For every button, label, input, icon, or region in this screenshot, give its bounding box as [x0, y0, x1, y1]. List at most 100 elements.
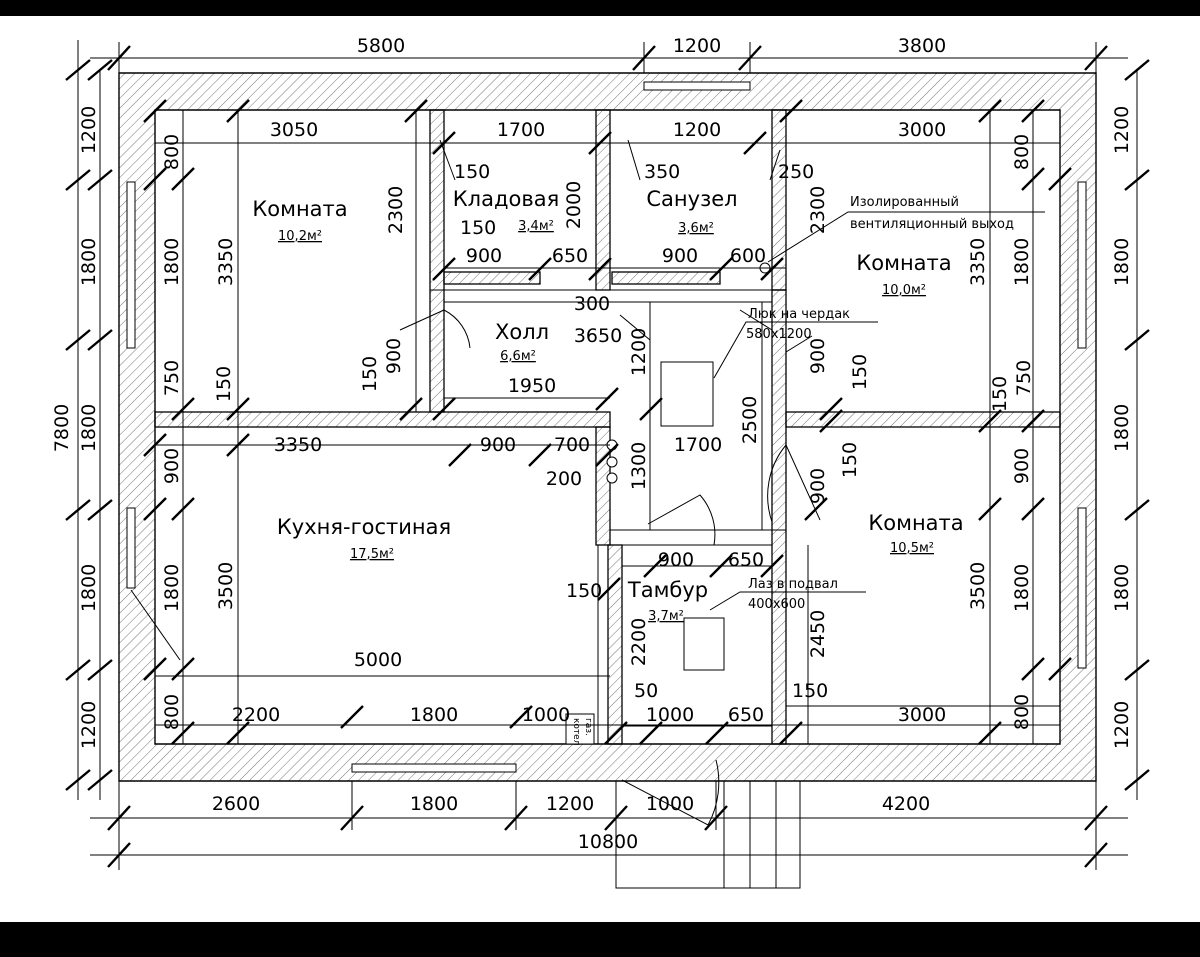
room-nw-area: 10,2м² [278, 229, 322, 244]
dim-150i: 150 [792, 680, 828, 702]
bathroom-area: 3,6м² [678, 221, 714, 236]
dim-1200c: 1200 [628, 328, 650, 376]
dim-top-5800: 5800 [357, 35, 405, 57]
dim-900g: 900 [807, 468, 829, 504]
dim-right-1800b: 1800 [1111, 404, 1133, 452]
dim-left-1800a: 1800 [78, 238, 100, 286]
dim-left-total: 7800 [51, 404, 73, 452]
wall-storage-west [429, 109, 445, 413]
dim-left-1200b: 1200 [78, 701, 100, 749]
dim-1800h: 1800 [410, 704, 458, 726]
dim-800c: 800 [161, 694, 183, 730]
dim-1300: 1300 [628, 442, 650, 490]
dim-150h: 150 [566, 580, 602, 602]
dim-2200a: 2200 [628, 618, 650, 666]
attic-hatch-note-line2: 580x1200 [746, 327, 812, 342]
dimension-lines [77, 40, 1138, 870]
dimension-ticks [65, 45, 1150, 868]
dim-3350b: 3350 [967, 238, 989, 286]
gas-boiler [565, 713, 595, 745]
walls [118, 72, 1097, 782]
dim-800a: 800 [161, 134, 183, 170]
storage-area: 3,4м² [518, 219, 554, 234]
porch-steps [615, 781, 801, 889]
dim-2500: 2500 [739, 396, 761, 444]
dim-2000: 2000 [563, 181, 585, 229]
dim-right-1800a: 1800 [1111, 238, 1133, 286]
dim-150d: 150 [849, 354, 871, 390]
hall-name: Холл [495, 320, 549, 344]
bathroom-name: Санузел [646, 187, 737, 211]
dim-1200a: 1200 [673, 119, 721, 141]
room-ne-name: Комната [856, 251, 951, 275]
storage-name: Кладовая [453, 187, 559, 211]
dimension-labels: 5800 1200 3800 2600 1800 1200 1000 4200 … [51, 35, 1133, 853]
window-top [643, 81, 751, 91]
dim-900b: 900 [662, 245, 698, 267]
dim-3000b: 3000 [898, 704, 946, 726]
dim-300: 300 [574, 293, 610, 315]
stove-burner-2 [606, 456, 618, 468]
dim-1800d: 1800 [161, 238, 183, 286]
wall-bath-bottom [611, 271, 721, 285]
fixtures [565, 262, 801, 889]
dim-bottom-1200: 1200 [546, 793, 594, 815]
dim-2450: 2450 [807, 610, 829, 658]
dim-bottom-1800: 1800 [410, 793, 458, 815]
window-south [351, 763, 517, 773]
dim-150f: 150 [989, 376, 1011, 412]
attic-hatch [660, 361, 714, 427]
dim-1950: 1950 [508, 375, 556, 397]
dim-1000b: 1000 [646, 704, 694, 726]
wall-corridor-horizontal [154, 411, 611, 428]
dim-150a: 150 [454, 161, 490, 183]
room-se-name: Комната [868, 511, 963, 535]
dim-900d: 900 [807, 338, 829, 374]
room-ne-area: 10,0м² [882, 283, 926, 298]
dim-700: 700 [554, 434, 590, 456]
stove-burner-3 [606, 472, 618, 484]
cellar-hatch [683, 617, 725, 671]
dim-bottom-1000: 1000 [646, 793, 694, 815]
hall-area: 6,6м² [500, 349, 536, 364]
windows [126, 81, 1087, 773]
annotations: Изолированный вентиляционный выход Люк н… [571, 195, 1014, 745]
dim-600: 600 [730, 245, 766, 267]
window-west-lower [126, 507, 136, 589]
dim-150g: 150 [839, 442, 861, 478]
dim-3350a: 3350 [215, 238, 237, 286]
kitchen-area: 17,5м² [350, 547, 394, 562]
dim-bottom-total: 10800 [578, 831, 638, 853]
dim-3000a: 3000 [898, 119, 946, 141]
cellar-hatch-note-line1: Лаз в подвал [748, 577, 838, 592]
dim-1800g: 1800 [1011, 564, 1033, 612]
vestibule-name: Тамбур [627, 578, 708, 602]
dim-800b: 800 [1011, 134, 1033, 170]
room-se-area: 10,5м² [890, 541, 934, 556]
dim-750a: 750 [161, 360, 183, 396]
dim-1800e: 1800 [1011, 238, 1033, 286]
window-west-upper [126, 181, 136, 349]
dim-150c: 150 [359, 356, 381, 392]
dim-650a: 650 [552, 245, 588, 267]
dim-900c: 900 [383, 338, 405, 374]
dim-3050: 3050 [270, 119, 318, 141]
dim-3500a: 3500 [215, 562, 237, 610]
dim-1000a: 1000 [522, 704, 570, 726]
attic-hatch-note-line1: Люк на чердак [748, 307, 850, 322]
dim-900h: 900 [658, 549, 694, 571]
vent-note-line1: Изолированный [850, 195, 959, 210]
dim-left-1800c: 1800 [78, 564, 100, 612]
dim-top-3800: 3800 [898, 35, 946, 57]
dim-bottom-4200: 4200 [882, 793, 930, 815]
dim-3500b: 3500 [967, 562, 989, 610]
vestibule-area: 3,7м² [648, 609, 684, 624]
dim-900a: 900 [466, 245, 502, 267]
gas-boiler-label-1: газ. [583, 718, 593, 736]
dim-250: 250 [778, 161, 814, 183]
dim-5000: 5000 [354, 649, 402, 671]
dim-650b: 650 [728, 549, 764, 571]
dim-2300a: 2300 [385, 186, 407, 234]
kitchen-name: Кухня-гостиная [277, 515, 451, 539]
